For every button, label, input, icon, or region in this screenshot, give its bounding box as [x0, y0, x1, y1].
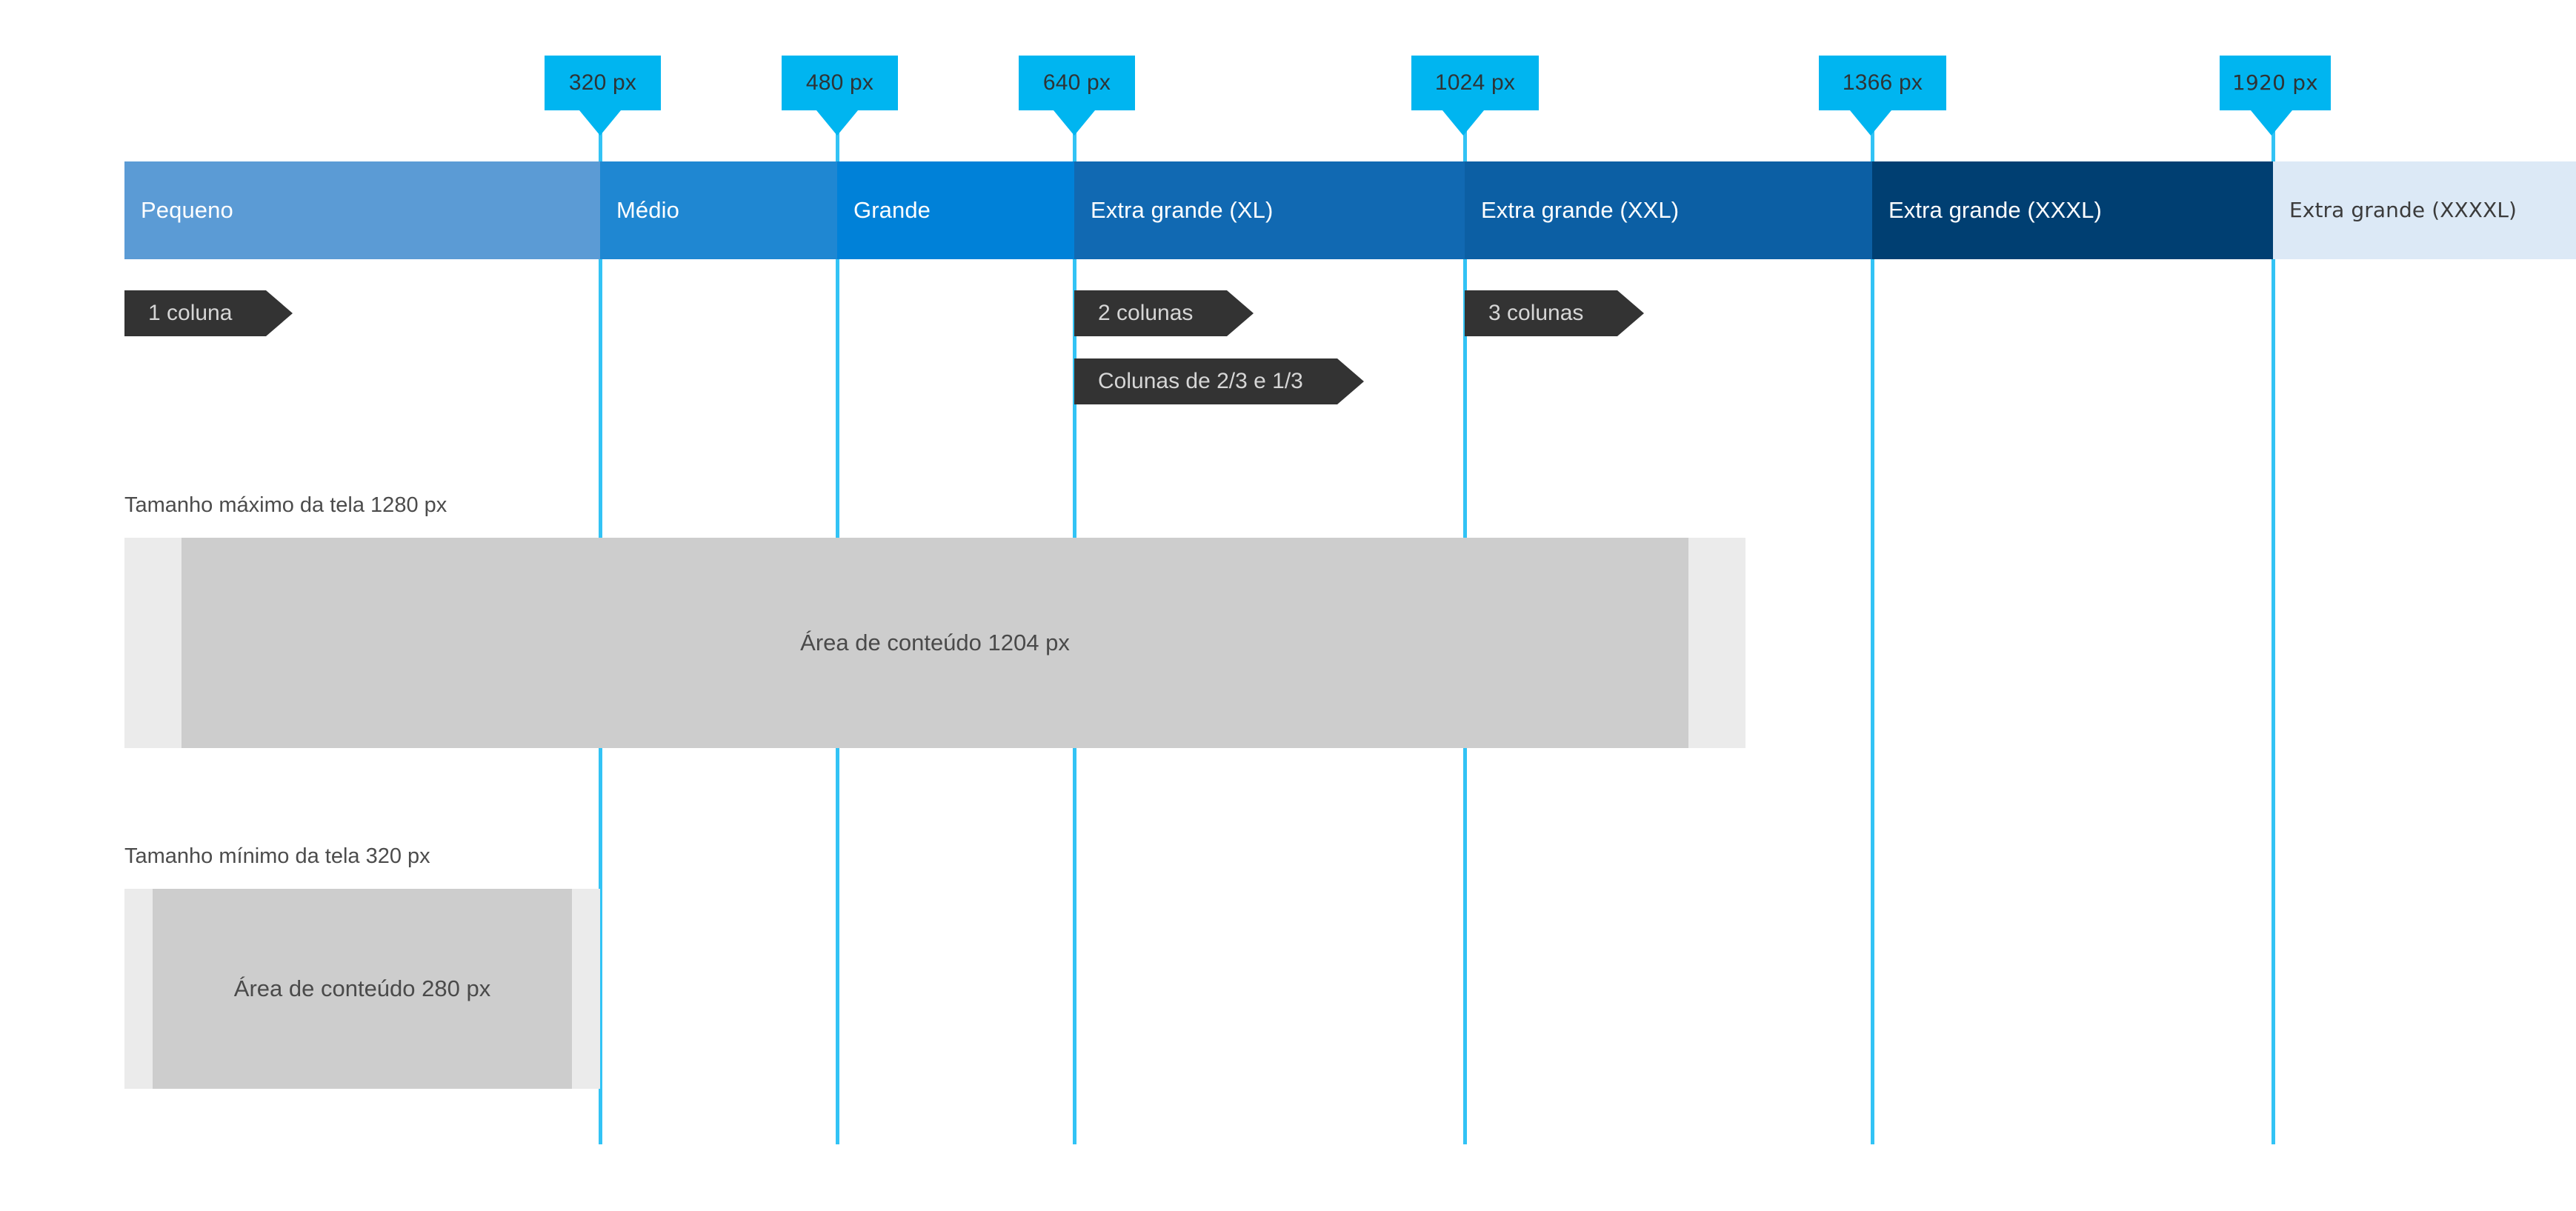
band-segment-xl[interactable]: Extra grande (XL): [1074, 161, 1465, 259]
callout-pointer: [816, 110, 858, 136]
max-screen-content-area: Área de conteúdo 1204 px: [182, 538, 1688, 748]
column-tag-1-coluna[interactable]: 1 coluna: [124, 290, 293, 336]
callout-pointer: [579, 110, 621, 136]
band-segment-label: Extra grande (XL): [1091, 197, 1274, 223]
callout-label: 640 px: [1042, 70, 1111, 95]
band-segment-label: Pequeno: [141, 197, 233, 223]
chevron-tip-icon: [266, 290, 293, 336]
chevron-tip-icon: [1617, 290, 1645, 336]
breakpoint-band: Pequeno Médio Grande Extra grande (XL) E…: [124, 161, 2576, 259]
callout-label: 1920 px: [2232, 70, 2318, 95]
band-segment-xxxxl[interactable]: Extra grande (XXXXL): [2273, 161, 2576, 259]
min-screen-content-area: Área de conteúdo 280 px: [153, 889, 572, 1089]
callout-640[interactable]: 640 px: [1019, 56, 1135, 136]
callout-label: 320 px: [568, 70, 637, 95]
min-screen-caption: Tamanho mínimo da tela 320 px: [124, 844, 430, 868]
column-tag-label: 2 colunas: [1098, 301, 1194, 325]
callout-1366[interactable]: 1366 px: [1819, 56, 1946, 136]
gridline-1920: [2272, 96, 2275, 1144]
min-screen-content-label: Área de conteúdo 280 px: [233, 975, 491, 1001]
callout-pointer: [1054, 110, 1095, 136]
column-tag-label: 1 coluna: [148, 301, 233, 325]
band-segment-pequeno[interactable]: Pequeno: [124, 161, 600, 259]
callout-pointer: [1850, 110, 1891, 136]
column-tag-label: Colunas de 2/3 e 1/3: [1098, 369, 1303, 393]
gridline-1366: [1871, 96, 1874, 1144]
callout-1920[interactable]: 1920 px: [2220, 56, 2331, 136]
band-segment-grande[interactable]: Grande: [837, 161, 1074, 259]
chevron-tip-icon: [1227, 290, 1254, 336]
column-tag-2-3-e-1-3[interactable]: Colunas de 2/3 e 1/3: [1074, 358, 1364, 404]
chevron-tip-icon: [1337, 358, 1364, 404]
max-screen-box: Área de conteúdo 1204 px: [124, 538, 1745, 748]
band-segment-label: Extra grande (XXL): [1481, 197, 1680, 223]
max-screen-caption: Tamanho máximo da tela 1280 px: [124, 493, 447, 517]
min-screen-box: Área de conteúdo 280 px: [124, 889, 600, 1089]
callout-label: 1024 px: [1434, 70, 1516, 95]
band-segment-medio[interactable]: Médio: [600, 161, 837, 259]
callout-480[interactable]: 480 px: [782, 56, 898, 136]
column-tag-2-colunas[interactable]: 2 colunas: [1074, 290, 1254, 336]
callout-label: 480 px: [805, 70, 874, 95]
band-segment-label: Médio: [616, 197, 679, 223]
callout-pointer: [1442, 110, 1484, 136]
callout-320[interactable]: 320 px: [545, 56, 661, 136]
band-segment-xxl[interactable]: Extra grande (XXL): [1465, 161, 1872, 259]
band-segment-xxxl[interactable]: Extra grande (XXXL): [1872, 161, 2273, 259]
band-segment-label: Grande: [853, 197, 931, 223]
callout-1024[interactable]: 1024 px: [1411, 56, 1539, 136]
callout-label: 1366 px: [1842, 70, 1923, 95]
max-screen-content-label: Área de conteúdo 1204 px: [800, 630, 1070, 655]
column-tag-3-colunas[interactable]: 3 colunas: [1465, 290, 1645, 336]
callout-pointer: [2251, 110, 2292, 136]
band-segment-label: Extra grande (XXXXL): [2289, 198, 2517, 222]
band-segment-label: Extra grande (XXXL): [1888, 197, 2102, 223]
column-tag-label: 3 colunas: [1488, 301, 1584, 325]
